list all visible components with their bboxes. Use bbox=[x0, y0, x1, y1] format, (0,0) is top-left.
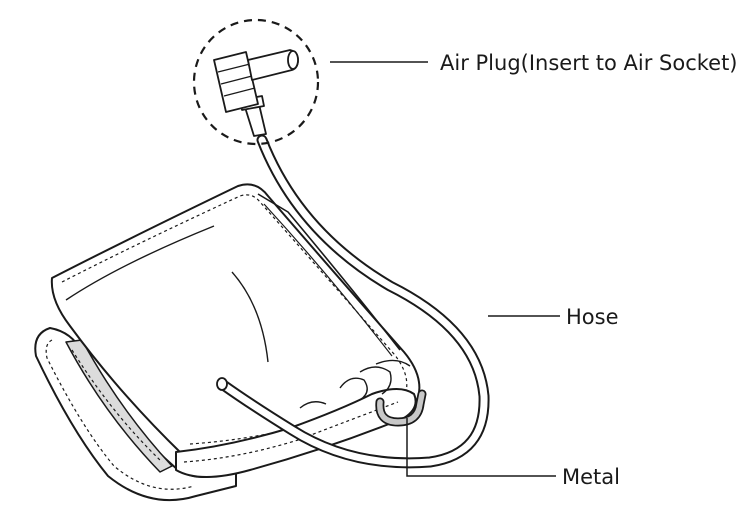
air-plug-rib-1 bbox=[217, 63, 251, 73]
leader-lines bbox=[330, 61, 560, 477]
metal-ring-fill bbox=[377, 391, 425, 425]
cuff-pleat-1 bbox=[339, 377, 368, 401]
hose bbox=[216, 134, 490, 469]
cuff-side-band-inner bbox=[263, 203, 393, 357]
hose-end bbox=[216, 377, 228, 391]
hose-label: Hose bbox=[566, 305, 619, 329]
cuff-body-stitch bbox=[61, 194, 408, 393]
metal-ring bbox=[375, 389, 427, 427]
air-plug-nozzle-tip bbox=[287, 50, 299, 70]
cuff-fold-line-1 bbox=[231, 271, 269, 363]
air-plug-rib-3 bbox=[223, 87, 256, 97]
cuff-side-band bbox=[257, 193, 401, 351]
metal-leader bbox=[406, 418, 556, 477]
cuff-pleat-4 bbox=[299, 401, 327, 409]
cuff-fold-line-2 bbox=[65, 225, 215, 301]
air-plug-highlight-circle bbox=[192, 18, 320, 146]
velcro-pad-stitch bbox=[71, 349, 163, 463]
cuff-pleat-2 bbox=[359, 366, 392, 395]
velcro-pad bbox=[65, 339, 173, 473]
metal-label: Metal bbox=[562, 465, 620, 489]
air-plug-knob bbox=[213, 51, 259, 113]
cuff-underside-stitch bbox=[45, 339, 195, 490]
air-plug bbox=[213, 49, 299, 137]
hose-tube-fill bbox=[218, 136, 488, 467]
air-plug-rib-2 bbox=[220, 75, 253, 85]
air-plug-label: Air Plug(Insert to Air Socket) bbox=[440, 51, 738, 75]
cuff-pleat-3 bbox=[375, 359, 411, 367]
